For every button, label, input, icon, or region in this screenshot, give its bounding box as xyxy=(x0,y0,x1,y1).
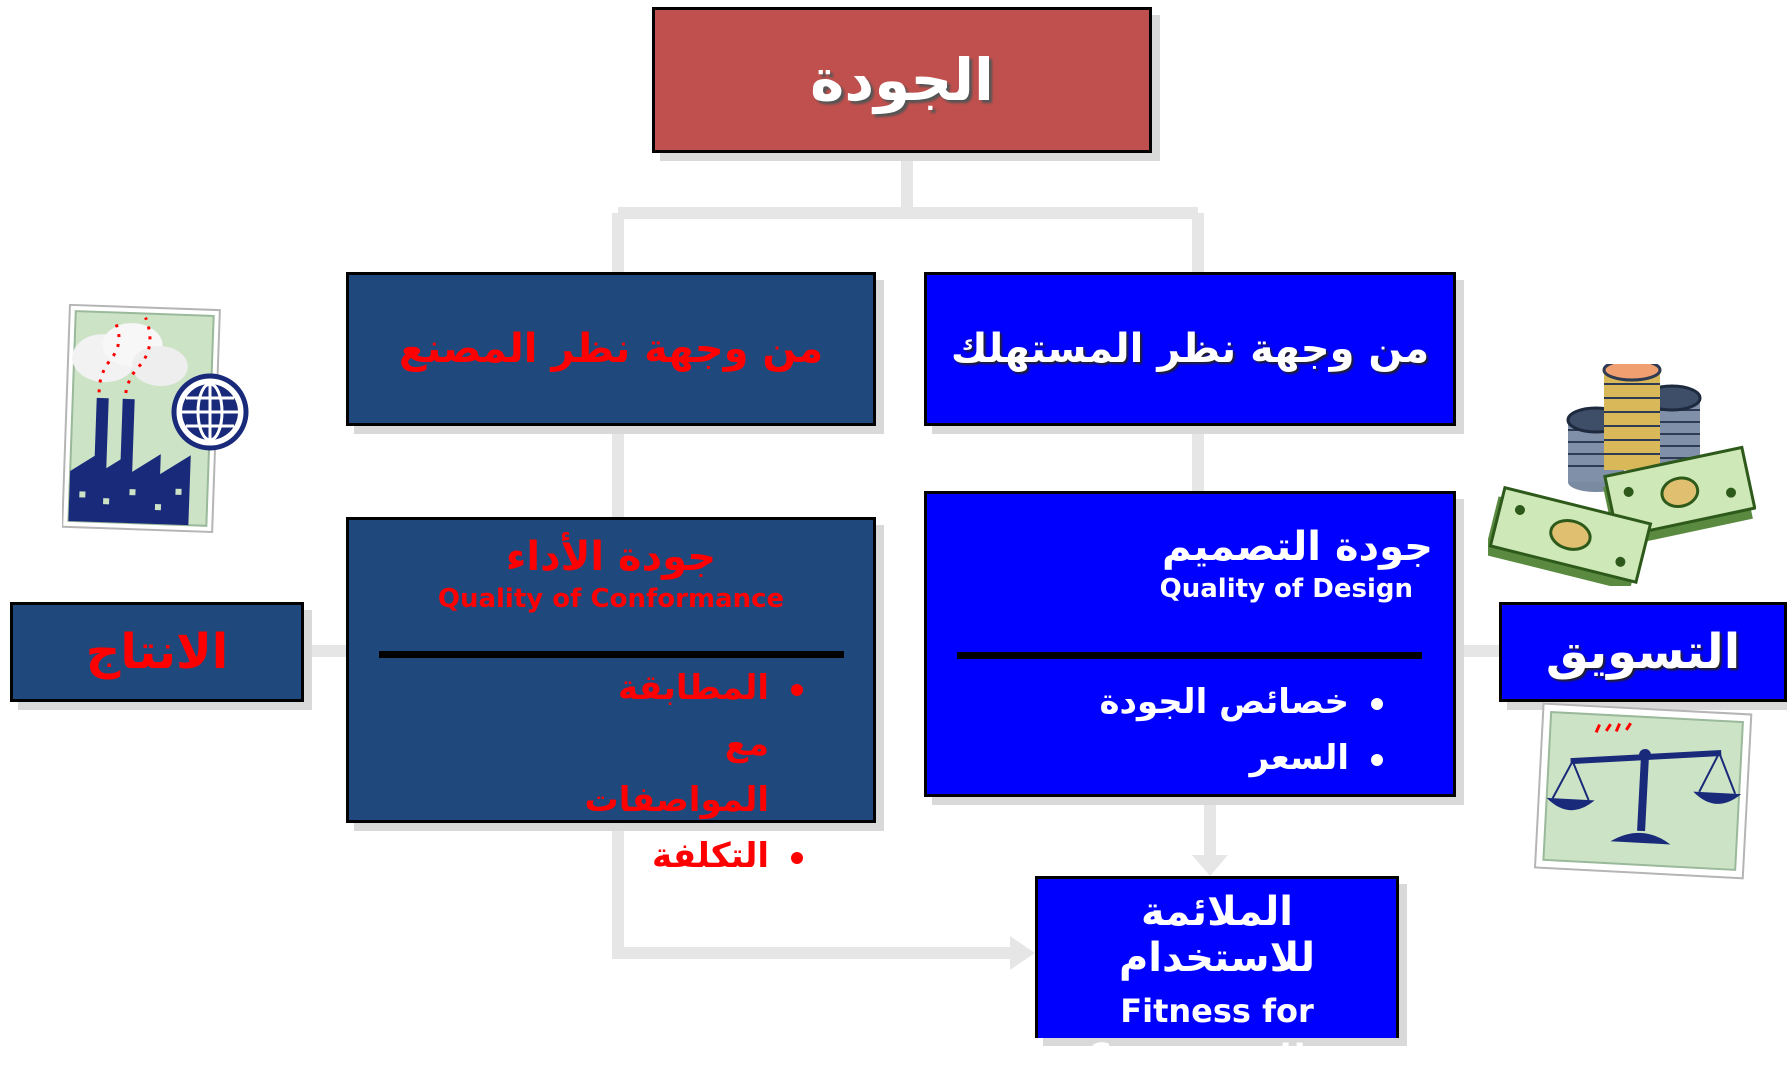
design-quality-box: جودة التصميم Quality of Design خصائص الج… xyxy=(924,491,1456,797)
marketing-box: التسويق xyxy=(1499,602,1787,702)
fitness-for-use-box: الملائمة للاستخدام Fitness for Consumer … xyxy=(1035,876,1399,1074)
conformance-subtitle: Quality of Conformance xyxy=(437,584,785,614)
connector-lines xyxy=(304,153,1499,970)
balance-scale-icon xyxy=(1533,703,1753,880)
fitness-title: الملائمة للاستخدام xyxy=(1118,889,1315,981)
production-label: الانتاج xyxy=(85,624,229,680)
bullet-icon xyxy=(1371,754,1383,766)
list-item: المطابقة مع المواصفات xyxy=(579,660,803,828)
consumer-header-text: من وجهة نظر المستهلك xyxy=(950,326,1430,372)
bullet-icon xyxy=(791,852,803,864)
fitness-subtitle-line2: Consumer Use xyxy=(1087,1036,1347,1074)
fitness-subtitle-line1: Fitness for xyxy=(1120,992,1314,1030)
manufacturer-header-text: من وجهة نظر المصنع xyxy=(398,326,824,372)
list-item: السعر xyxy=(1099,730,1383,786)
list-item: التكلفة xyxy=(579,828,803,884)
production-box: الانتاج xyxy=(10,602,304,702)
design-bullet-list: خصائص الجودة السعر xyxy=(1099,674,1383,786)
manufacturer-header-box: من وجهة نظر المصنع xyxy=(346,272,876,426)
conformance-bullet-list: المطابقة مع المواصفات التكلفة xyxy=(579,660,803,884)
design-title: جودة التصميم xyxy=(1162,524,1433,570)
conformance-divider xyxy=(379,651,844,658)
list-item: خصائص الجودة xyxy=(1099,674,1383,730)
factory-icon xyxy=(62,304,249,534)
design-divider xyxy=(957,652,1422,659)
money-stack-icon xyxy=(1488,364,1756,586)
marketing-label: التسويق xyxy=(1545,624,1741,680)
title-box: الجودة xyxy=(652,7,1152,153)
globe-icon xyxy=(171,373,249,451)
conformance-title: جودة الأداء xyxy=(505,534,717,580)
design-subtitle: Quality of Design xyxy=(1159,574,1413,604)
bullet-icon xyxy=(1371,698,1383,710)
bullet-icon xyxy=(791,684,803,696)
consumer-header-box: من وجهة نظر المستهلك xyxy=(924,272,1456,426)
conformance-quality-box: جودة الأداء Quality of Conformance المطا… xyxy=(346,517,876,876)
title-text: الجودة xyxy=(810,46,994,114)
